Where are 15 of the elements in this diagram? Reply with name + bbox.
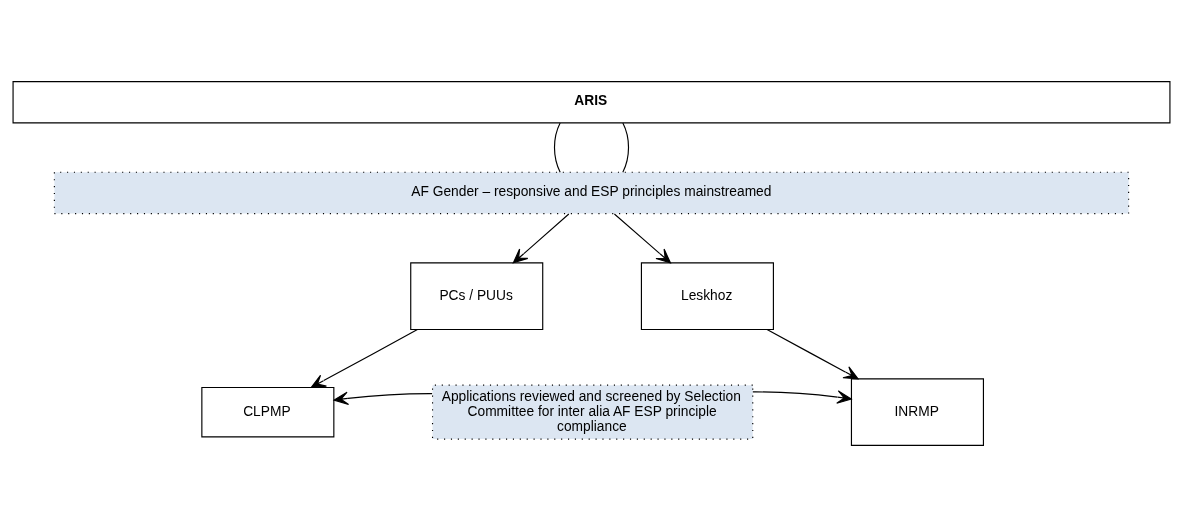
arrow — [766, 329, 859, 380]
node-box: INRMP — [850, 378, 984, 446]
node-box: AF Gender – responsive and ESP principles mainstreamed — [53, 171, 1130, 215]
arrow — [512, 213, 570, 264]
arrow — [613, 213, 671, 264]
arrow — [752, 390, 852, 404]
arrow — [333, 391, 433, 406]
connector — [553, 122, 561, 173]
node-box: ARIS — [12, 81, 1171, 124]
node-box: PCs / PUUs — [410, 262, 544, 331]
connector — [622, 122, 630, 173]
arrow — [310, 329, 418, 388]
node-box: Leskhoz — [640, 262, 774, 331]
node-box: Applications reviewed and screened by Selection Committee for inter alia AF ESP principle compliance — [431, 384, 754, 440]
node-box: CLPMP — [201, 386, 335, 438]
